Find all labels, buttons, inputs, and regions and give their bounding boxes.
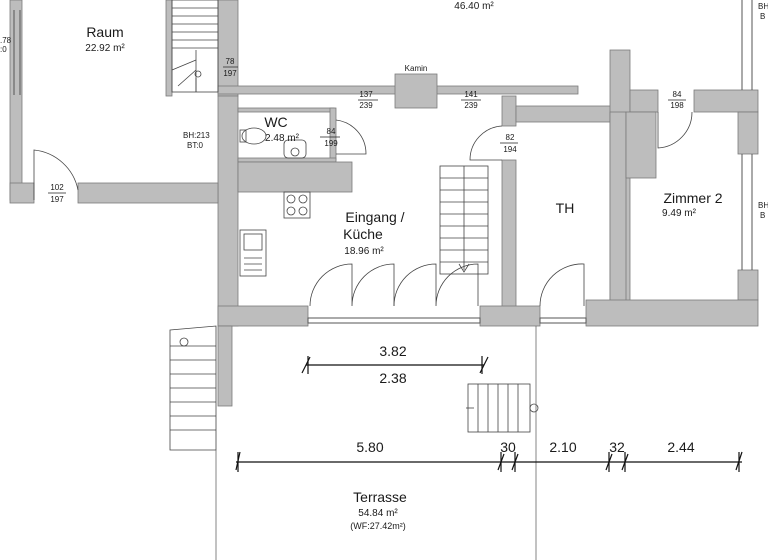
opening-7-w: 102 [50,183,64,192]
bottom-glazing [307,317,587,324]
opening-3-h: 239 [464,101,478,110]
opening-1-h: 197 [223,69,237,78]
opening-2-h: 239 [359,101,373,110]
dimension-lines [235,356,743,472]
misc-labels: Kamin BH:213 BT:0 .78 :0 BH B BH B [0,2,768,220]
right-windows [13,0,753,270]
room-labels: 46.40 m² Raum 22.92 m² WC 2.48 m² Eingan… [85,1,722,531]
opening-labels: 78 197 137 239 141 239 84 198 84 199 82 … [50,57,684,204]
bt-label: BT:0 [187,141,204,150]
walls [9,0,759,407]
bh-label: BH:213 [183,131,210,140]
zimmer2-name: Zimmer 2 [663,190,722,206]
opening-2-w: 137 [359,90,373,99]
dim-210: 2.10 [549,439,576,455]
opening-6-h: 194 [503,145,517,154]
eingang-name-2: Küche [343,226,383,242]
th-name: TH [556,200,575,216]
opening-7-h: 197 [50,195,64,204]
opening-5-h: 199 [324,139,338,148]
opening-6-w: 82 [506,133,515,142]
kamin-label: Kamin [405,64,428,73]
terrace-stair [466,383,539,433]
zimmer2-area: 9.49 m² [662,208,697,219]
dim-580: 5.80 [356,439,383,455]
wc-area: 2.48 m² [265,133,300,144]
opening-5-w: 84 [327,127,336,136]
opening-4-w: 84 [673,90,682,99]
left-edge-top: .78 [0,36,12,45]
terrace-outline [215,326,537,560]
dim-238: 2.38 [379,370,406,386]
raum-area: 22.92 m² [85,43,125,54]
top-area: 46.40 m² [454,1,494,12]
eingang-name-1: Eingang / [345,209,404,225]
wc-fixtures [239,127,307,159]
dimension-labels: 3.82 2.38 5.80 30 2.10 32 2.44 [356,343,694,455]
left-edge-bottom: :0 [0,45,7,54]
dim-244: 2.44 [667,439,694,455]
raum-name: Raum [86,24,123,40]
dim-30: 30 [500,439,516,455]
right-edge-3: BH [758,201,768,210]
opening-fraction-lines [48,66,686,194]
opening-1-w: 78 [226,57,235,66]
eingang-area: 18.96 m² [344,246,384,257]
top-staircase [171,0,219,93]
terrasse-area: 54.84 m² [358,508,398,519]
opening-4-h: 198 [670,101,684,110]
terrasse-wf: (WF:27.42m²) [350,521,406,531]
outer-staircase [169,325,217,451]
opening-3-w: 141 [464,90,478,99]
right-edge-4: B [760,211,765,220]
kitchen-fixtures [239,191,311,277]
dim-32: 32 [609,439,625,455]
right-edge-2: B [760,12,765,21]
door-swings [33,111,693,307]
right-edge-1: BH [758,2,768,11]
wc-name: WC [264,114,287,130]
terrasse-name: Terrasse [353,489,407,505]
dim-382: 3.82 [379,343,406,359]
inner-staircase [439,165,489,275]
